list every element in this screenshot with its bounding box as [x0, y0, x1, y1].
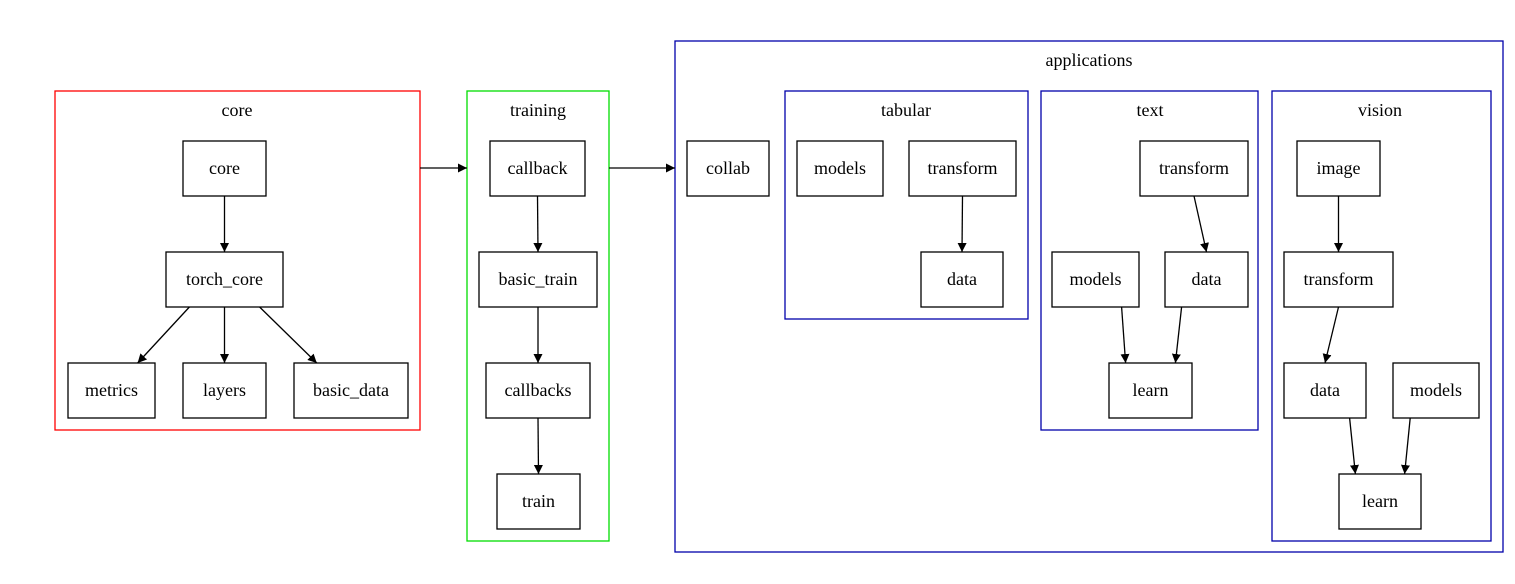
node-callback-label: callback [508, 158, 568, 178]
edge-vision_transform-to-vision_data [1322, 306, 1340, 364]
cluster-tabular-label: tabular [881, 100, 931, 120]
cluster-vision-border [1271, 90, 1492, 542]
node-train: train [496, 473, 581, 530]
node-core-box [182, 140, 267, 197]
node-layers-box [182, 362, 267, 419]
node-vision-data-box [1283, 362, 1367, 419]
node-tabular-models-label: models [814, 158, 866, 178]
cluster-core-border [54, 90, 421, 431]
node-metrics: metrics [67, 362, 156, 419]
node-torch-core-box [165, 251, 284, 308]
node-vision-data: data [1283, 362, 1367, 419]
node-text-data-label: data [1192, 269, 1222, 289]
node-vision-transform: transform [1283, 251, 1394, 308]
node-metrics-label: metrics [85, 380, 138, 400]
node-collab-box [686, 140, 770, 197]
node-basic-train: basic_train [478, 251, 598, 308]
node-layers: layers [182, 362, 267, 419]
node-tabular-models-box [796, 140, 884, 197]
cluster-training-border [466, 90, 610, 542]
node-tabular-models: models [796, 140, 884, 197]
node-tabular-transform: transform [908, 140, 1017, 197]
node-callback: callback [489, 140, 586, 197]
edge-text_data-to-text_learn [1171, 306, 1183, 364]
node-text-transform-box [1139, 140, 1249, 197]
node-vision-image: image [1296, 140, 1381, 197]
cluster-vision: vision [1271, 90, 1492, 542]
node-torch-core: torch_core [165, 251, 284, 308]
edge-callback-to-basic_train [533, 195, 543, 253]
node-tabular-data-label: data [947, 269, 977, 289]
cluster-training-label: training [510, 100, 566, 120]
node-vision-transform-label: transform [1304, 269, 1374, 289]
node-tabular-transform-box [908, 140, 1017, 197]
node-text-models-label: models [1070, 269, 1122, 289]
node-vision-models-label: models [1410, 380, 1462, 400]
edge-text_transform-to-text_data [1193, 195, 1209, 253]
edge-tabular_transform-to-tabular_data [957, 195, 967, 253]
node-core-label: core [209, 158, 240, 178]
node-vision-learn-box [1338, 473, 1422, 530]
cluster-core-label: core [222, 100, 253, 120]
edge-vision_data-to-vision_learn [1348, 417, 1359, 475]
cluster-tabular: tabular [784, 90, 1029, 320]
node-vision-image-label: image [1317, 158, 1361, 178]
node-vision-image-box [1296, 140, 1381, 197]
node-tabular-data-box [920, 251, 1004, 308]
node-vision-models: models [1392, 362, 1480, 419]
node-tabular-data: data [920, 251, 1004, 308]
node-text-data-box [1164, 251, 1249, 308]
cluster-applications-label: applications [1046, 50, 1133, 70]
edge-torch_core-to-basic_data [259, 306, 318, 364]
cluster-applications-border [674, 40, 1504, 553]
node-callbacks-label: callbacks [505, 380, 572, 400]
node-collab-label: collab [706, 158, 750, 178]
cluster-core: core [54, 90, 421, 431]
node-basic-data: basic_data [293, 362, 409, 419]
node-text-transform: transform [1139, 140, 1249, 197]
cluster-text-label: text [1137, 100, 1164, 120]
node-text-models-box [1051, 251, 1140, 308]
cluster-applications: applications [674, 40, 1504, 553]
node-vision-learn: learn [1338, 473, 1422, 530]
cluster-tabular-border [784, 90, 1029, 320]
edge-callbacks-to-train [533, 417, 543, 475]
node-metrics-box [67, 362, 156, 419]
node-text-learn: learn [1108, 362, 1193, 419]
cluster-text-border [1040, 90, 1259, 431]
node-basic-data-box [293, 362, 409, 419]
node-vision-transform-box [1283, 251, 1394, 308]
cluster-text: text [1040, 90, 1259, 431]
node-vision-learn-label: learn [1362, 491, 1398, 511]
node-callbacks: callbacks [485, 362, 591, 419]
node-callback-box [489, 140, 586, 197]
node-vision-data-label: data [1310, 380, 1340, 400]
node-tabular-transform-label: transform [928, 158, 998, 178]
node-basic-data-label: basic_data [313, 380, 389, 400]
node-text-data: data [1164, 251, 1249, 308]
edge-text_models-to-text_learn [1120, 306, 1130, 364]
node-collab: collab [686, 140, 770, 197]
node-torch-core-label: torch_core [186, 269, 263, 289]
edge-layer [137, 163, 1411, 475]
node-basic-train-label: basic_train [499, 269, 578, 289]
edge-vision_models-to-vision_learn [1401, 417, 1411, 475]
node-text-transform-label: transform [1159, 158, 1229, 178]
node-train-label: train [522, 491, 555, 511]
node-text-learn-box [1108, 362, 1193, 419]
node-core: core [182, 140, 267, 197]
node-basic-train-box [478, 251, 598, 308]
node-text-learn-label: learn [1133, 380, 1169, 400]
node-train-box [496, 473, 581, 530]
node-layers-label: layers [203, 380, 246, 400]
cluster-vision-label: vision [1358, 100, 1402, 120]
node-vision-models-box [1392, 362, 1480, 419]
cluster-training: training [466, 90, 610, 542]
node-callbacks-box [485, 362, 591, 419]
node-text-models: models [1051, 251, 1140, 308]
edge-torch_core-to-metrics [137, 306, 190, 364]
